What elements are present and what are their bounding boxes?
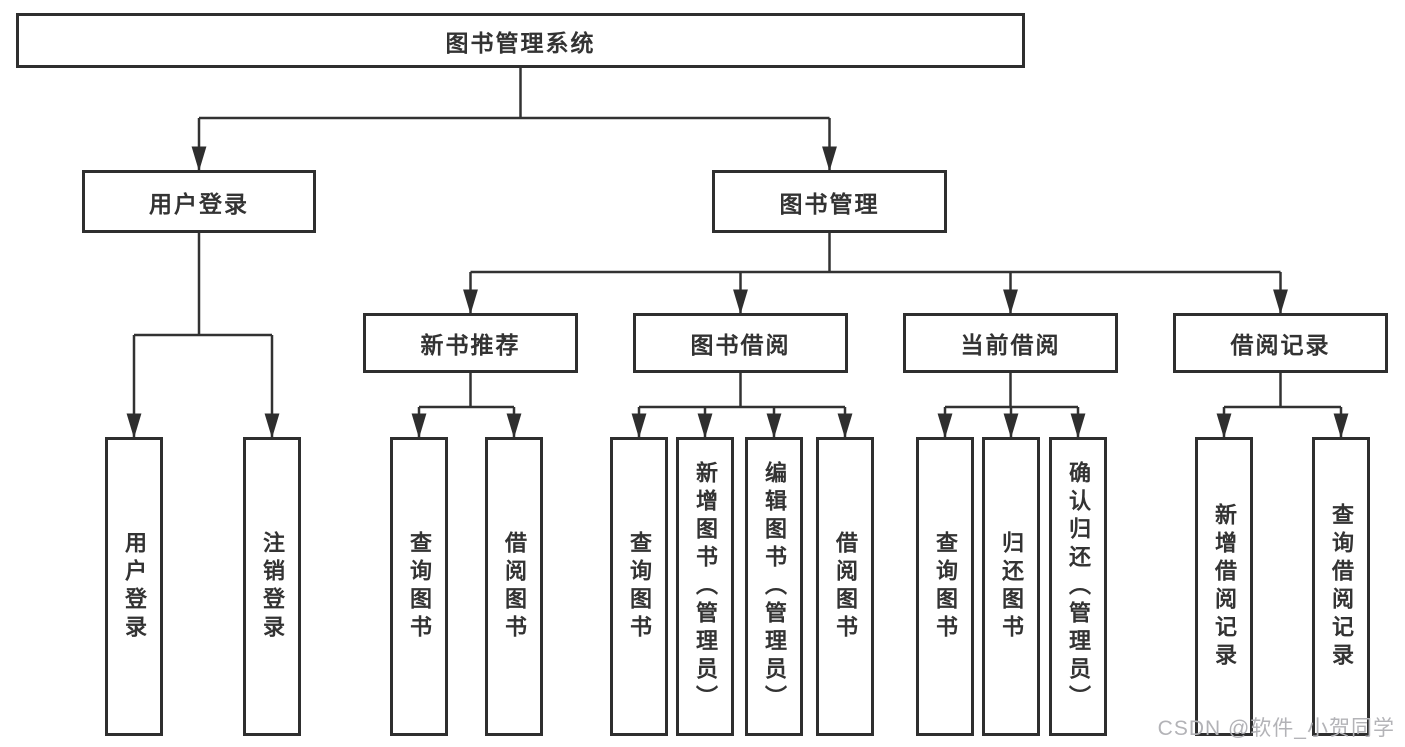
leaf-box-confirm-return-admin: 确认归还（管理员） xyxy=(1049,437,1107,736)
leaf-box-add-borrow-record: 新增借阅记录 xyxy=(1195,437,1253,736)
root-box-label: 图书管理系统 xyxy=(445,29,596,56)
section-box-new-book-recommend: 新书推荐 xyxy=(363,313,578,373)
section-label: 当前借阅 xyxy=(960,332,1061,358)
branch-label: 图书管理 xyxy=(779,190,880,217)
leaf-box-borrow-books-borrowing: 借阅图书 xyxy=(816,437,874,736)
leaf-box-query-books-borrowing: 查询图书 xyxy=(610,437,668,736)
leaf-label: 查询图书 xyxy=(933,530,958,643)
leaf-label: 查询借阅记录 xyxy=(1329,502,1354,671)
leaf-box-query-books-current: 查询图书 xyxy=(916,437,974,736)
section-box-book-borrowing: 图书借阅 xyxy=(633,313,848,373)
leaf-box-add-books-admin: 新增图书（管理员） xyxy=(676,437,734,736)
section-box-current-borrowing: 当前借阅 xyxy=(903,313,1118,373)
branch-box-book-management: 图书管理 xyxy=(712,170,947,233)
leaf-box-user-login: 用户登录 xyxy=(105,437,163,736)
leaf-box-logout-login: 注销登录 xyxy=(243,437,301,736)
leaf-label: 新增借阅记录 xyxy=(1212,502,1237,671)
leaf-label: 查询图书 xyxy=(627,530,652,643)
leaf-label: 确认归还（管理员） xyxy=(1066,460,1091,713)
csdn-watermark: CSDN @软件_小贺同学 xyxy=(1157,717,1395,740)
section-label: 图书借阅 xyxy=(690,332,791,358)
section-label: 借阅记录 xyxy=(1230,332,1331,358)
leaf-box-edit-books-admin: 编辑图书（管理员） xyxy=(745,437,803,736)
leaf-label: 编辑图书（管理员） xyxy=(762,460,787,713)
root-box-library-system: 图书管理系统 xyxy=(16,13,1025,68)
leaf-box-query-books-recommend: 查询图书 xyxy=(390,437,448,736)
leaf-box-query-borrow-record: 查询借阅记录 xyxy=(1312,437,1370,736)
leaf-box-borrow-books-recommend: 借阅图书 xyxy=(485,437,543,736)
section-box-borrowing-records: 借阅记录 xyxy=(1173,313,1388,373)
leaf-label: 归还图书 xyxy=(999,530,1024,643)
leaf-label: 查询图书 xyxy=(407,530,432,643)
leaf-box-return-books: 归还图书 xyxy=(982,437,1040,736)
leaf-label: 用户登录 xyxy=(122,530,147,643)
leaf-label: 注销登录 xyxy=(260,530,285,643)
branch-box-user-login: 用户登录 xyxy=(82,170,316,233)
branch-label: 用户登录 xyxy=(149,190,249,217)
leaf-label: 借阅图书 xyxy=(502,530,527,643)
leaf-label: 新增图书（管理员） xyxy=(693,460,718,713)
section-label: 新书推荐 xyxy=(420,332,521,358)
leaf-label: 借阅图书 xyxy=(833,530,858,643)
